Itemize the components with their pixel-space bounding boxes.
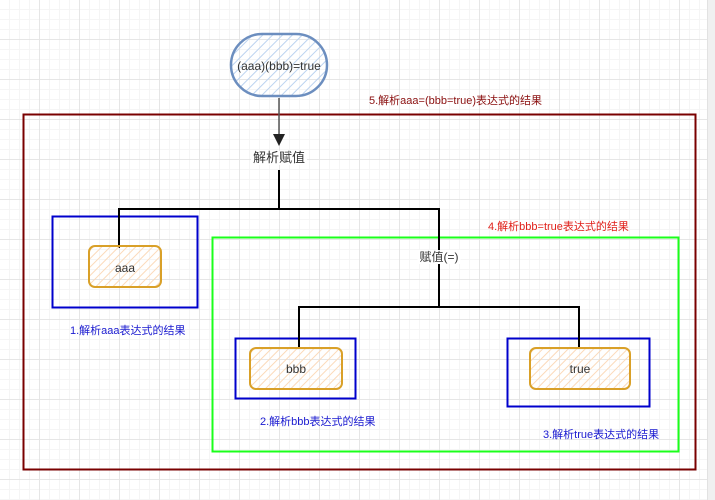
node-true[interactable] — [529, 347, 631, 390]
node-true-label: true — [569, 362, 591, 376]
inner-assign-label: 赋值(=) — [417, 250, 461, 264]
root-ellipse[interactable] — [229, 32, 329, 98]
step3-annotation: 3.解析true表达式的结果 — [543, 429, 660, 441]
bbb-expression-box[interactable] — [234, 337, 357, 400]
step2-annotation: 2.解析bbb表达式的结果 — [260, 416, 376, 428]
assign-label: 解析赋值 — [250, 150, 308, 165]
outer-expression-box[interactable] — [22, 113, 697, 471]
step4-annotation: 4.解析bbb=true表达式的结果 — [488, 221, 629, 233]
root-label: (aaa)(bbb)=true — [237, 59, 321, 73]
node-bbb[interactable] — [249, 347, 343, 390]
aaa-expression-box[interactable] — [51, 215, 199, 309]
node-aaa-label: aaa — [114, 261, 136, 275]
vertical-scrollbar[interactable] — [707, 0, 715, 500]
step1-annotation: 1.解析aaa表达式的结果 — [70, 325, 186, 337]
step5-annotation: 5.解析aaa=(bbb=true)表达式的结果 — [369, 95, 543, 107]
node-aaa[interactable] — [88, 245, 162, 288]
assign-expression-box[interactable] — [211, 236, 680, 453]
node-bbb-label: bbb — [285, 362, 307, 376]
